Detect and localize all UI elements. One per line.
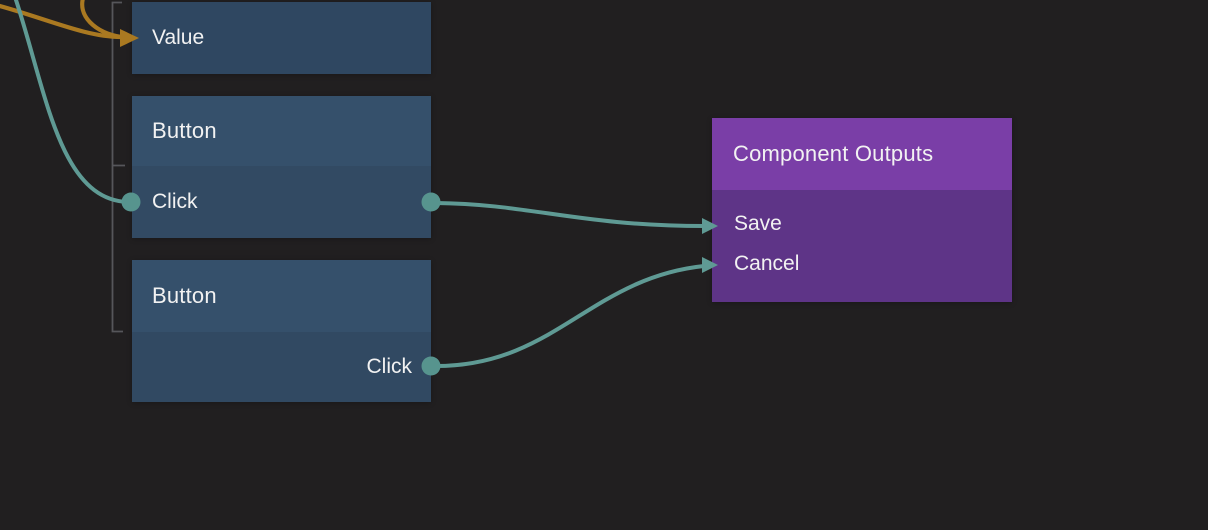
port-row-click-top[interactable]: Click [132,166,431,238]
wire-orange-top[interactable] [80,0,122,40]
node-component-outputs-header[interactable]: Component Outputs [712,118,1012,190]
node-button-top-body: Click [132,166,431,238]
node-title: Button [152,118,217,143]
node-button-bottom-header[interactable]: Button [132,260,431,332]
port-label-click: Click [366,355,413,378]
port-row-save[interactable]: Save [712,204,1012,244]
port-row-value[interactable]: Value [132,2,431,74]
port-row-click-bottom[interactable]: Click [132,332,431,402]
port-label-save: Save [734,212,782,235]
bracket-guide-line [111,1,125,333]
node-button-top-header[interactable]: Button [132,96,431,166]
port-label-value: Value [152,26,205,49]
wire-orange-left[interactable] [0,3,122,40]
node-component-outputs-body: Save Cancel [712,190,1012,302]
port-label-cancel: Cancel [734,252,800,275]
wire-teal-click-to-save[interactable] [435,201,705,228]
node-button-bottom-body: Click [132,332,431,402]
node-title: Component Outputs [733,141,934,166]
node-component-outputs[interactable]: Component Outputs Save Cancel [712,118,1012,302]
wire-teal-click-to-cancel[interactable] [435,264,705,368]
port-row-cancel[interactable]: Cancel [712,244,1012,284]
node-title: Button [152,283,217,308]
node-value[interactable]: Value [132,2,431,74]
wire-teal-into-click[interactable] [13,0,131,204]
node-button-bottom[interactable]: Button Click [132,260,431,402]
node-button-top[interactable]: Button Click [132,96,431,238]
port-label-click: Click [152,190,198,213]
